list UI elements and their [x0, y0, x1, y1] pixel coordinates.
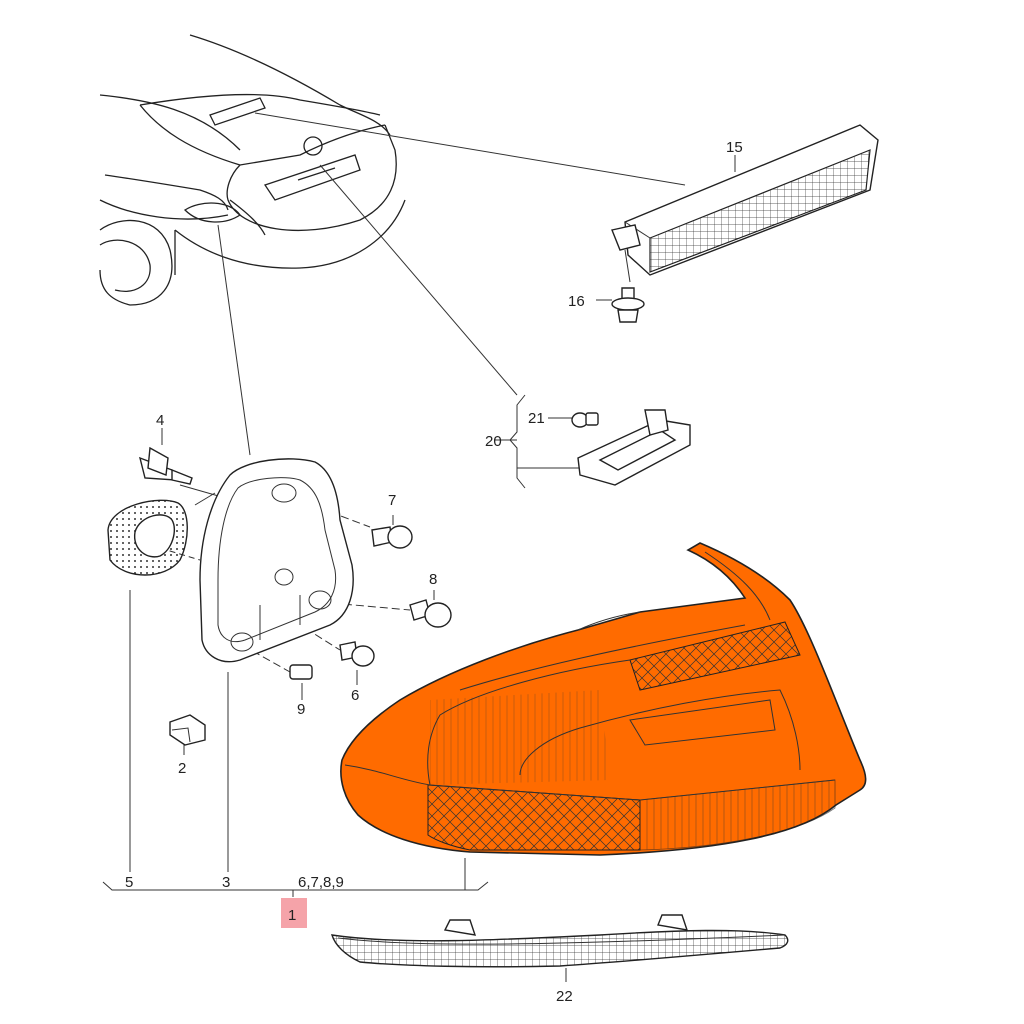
car-rear-illustration	[99, 34, 406, 306]
label-9: 9	[297, 701, 305, 718]
label-2: 2	[178, 760, 186, 777]
bulb-part-21	[571, 412, 599, 428]
clip-part-16	[611, 287, 645, 323]
label-3: 3	[222, 874, 230, 891]
part-labels: 15 16 4 20 21 7 8 6 9 2 5 3 6,7,8,9 1 22	[125, 139, 743, 1005]
label-20: 20	[485, 433, 502, 450]
label-15: 15	[726, 139, 743, 156]
label-1: 1	[288, 907, 296, 924]
bulb-part-6	[339, 641, 375, 667]
label-22: 22	[556, 988, 573, 1005]
label-6: 6	[351, 687, 359, 704]
part-1-highlight	[281, 898, 307, 928]
label-5: 5	[125, 874, 133, 891]
label-16: 16	[568, 293, 585, 310]
tail-light-housing-part-1	[340, 542, 867, 856]
reflector-part-22	[331, 914, 789, 968]
plate-light-part-20	[577, 409, 691, 486]
bulb-holder-part-3	[199, 458, 354, 663]
bulb-part-7	[371, 525, 413, 549]
plug-part-2	[169, 714, 206, 746]
brake-light-part-15	[611, 124, 879, 283]
connector-part-4	[138, 446, 193, 485]
label-8: 8	[429, 571, 437, 588]
bulb-part-8	[409, 599, 452, 628]
label-7: 7	[388, 492, 396, 509]
label-21: 21	[528, 410, 545, 427]
bulb-part-9	[289, 664, 313, 680]
gasket-part-5	[107, 499, 188, 576]
label-6789: 6,7,8,9	[298, 874, 344, 891]
leader-lines	[102, 112, 736, 982]
label-4: 4	[156, 412, 164, 429]
